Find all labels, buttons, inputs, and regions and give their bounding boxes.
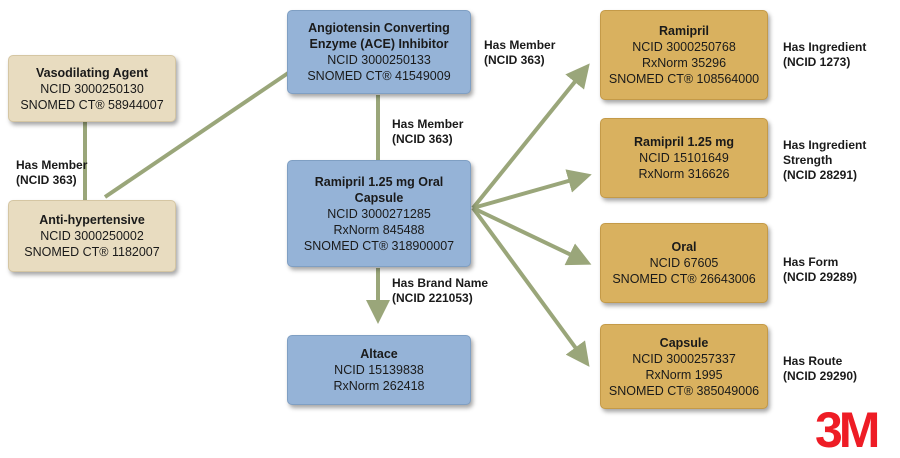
arrow-to-strength [472,169,592,210]
node-line: RxNorm 316626 [638,167,730,181]
connector-antihyp-ace [103,63,302,199]
node-ace-inhibitor: Angiotensin Converting Enzyme (ACE) Inhi… [287,10,471,94]
node-line: RxNorm 1995 [645,367,723,382]
arrow-to-ramipril [471,63,590,210]
node-oral: Oral NCID 67605 SNOMED CT® 26643006 [600,223,768,303]
node-line: SNOMED CT® 385049006 [608,383,760,398]
node-line: NCID 15101649 [639,151,729,165]
label-has-form: Has Form (NCID 29289) [783,255,858,284]
node-capsule: Capsule NCID 3000257337 RxNorm 1995 SNOM… [600,324,768,409]
node-line: RxNorm 35296 [641,56,727,70]
label-has-ingredient-strength: Has Ingredient Strength (NCID 28291) [783,138,867,182]
node-title: Ramipril [658,24,709,38]
node-line: SNOMED CT® 318900007 [303,238,455,253]
node-line: NCID 3000250002 [40,229,144,243]
node-vasodilating-agent: Vasodilating Agent NCID 3000250130 SNOME… [8,55,176,122]
node-title: Oral [671,240,697,254]
node-line: NCID 3000257337 [632,351,736,366]
node-title: Ramipril 1.25 mg Oral Capsule [314,174,444,205]
node-title: Angiotensin Converting Enzyme (ACE) Inhi… [308,21,450,51]
node-line: SNOMED CT® 58944007 [20,97,164,112]
node-line: NCID 15139838 [334,363,424,377]
node-title: Anti-hypertensive [39,213,145,227]
label-has-route: Has Route (NCID 29290) [783,354,858,383]
node-ramipril-oral-capsule: Ramipril 1.25 mg Oral Capsule NCID 30002… [287,160,471,267]
node-title: Vasodilating Agent [35,65,149,80]
node-line: NCID 3000250130 [40,81,144,96]
node-anti-hypertensive: Anti-hypertensive NCID 3000250002 SNOMED… [8,200,176,272]
label-vaso-has-member: Has Member (NCID 363) [16,158,88,187]
node-line: NCID 3000271285 [327,206,431,221]
node-altace: Altace NCID 15139838 RxNorm 262418 [287,335,471,405]
arrow-to-oral [472,206,592,266]
label-mid-has-member: Has Member (NCID 363) [392,117,464,146]
node-line: SNOMED CT® 26643006 [612,272,756,286]
node-line: RxNorm 845488 [333,222,425,237]
label-has-brand-name: Has Brand Name (NCID 221053) [392,276,489,305]
3m-logo: 3M [815,402,880,458]
label-has-ingredient: Has Ingredient (NCID 1273) [783,40,867,69]
node-line: NCID 3000250768 [632,40,736,54]
node-ramipril: Ramipril NCID 3000250768 RxNorm 35296 SN… [600,10,768,100]
node-line: RxNorm 262418 [333,379,425,393]
node-line: NCID 67605 [649,256,719,270]
node-title: Ramipril 1.25 mg [633,135,735,149]
label-ace-has-member: Has Member (NCID 363) [484,38,556,67]
node-line: SNOMED CT® 1182007 [24,245,160,259]
node-title: Capsule [659,335,709,350]
arrow-to-capsule [471,206,590,367]
node-ramipril-strength: Ramipril 1.25 mg NCID 15101649 RxNorm 31… [600,118,768,198]
node-line: NCID 3000250133 [327,53,431,67]
node-line: SNOMED CT® 108564000 [608,72,760,86]
node-line: SNOMED CT® 41549009 [307,69,451,83]
node-title: Altace [360,347,398,361]
